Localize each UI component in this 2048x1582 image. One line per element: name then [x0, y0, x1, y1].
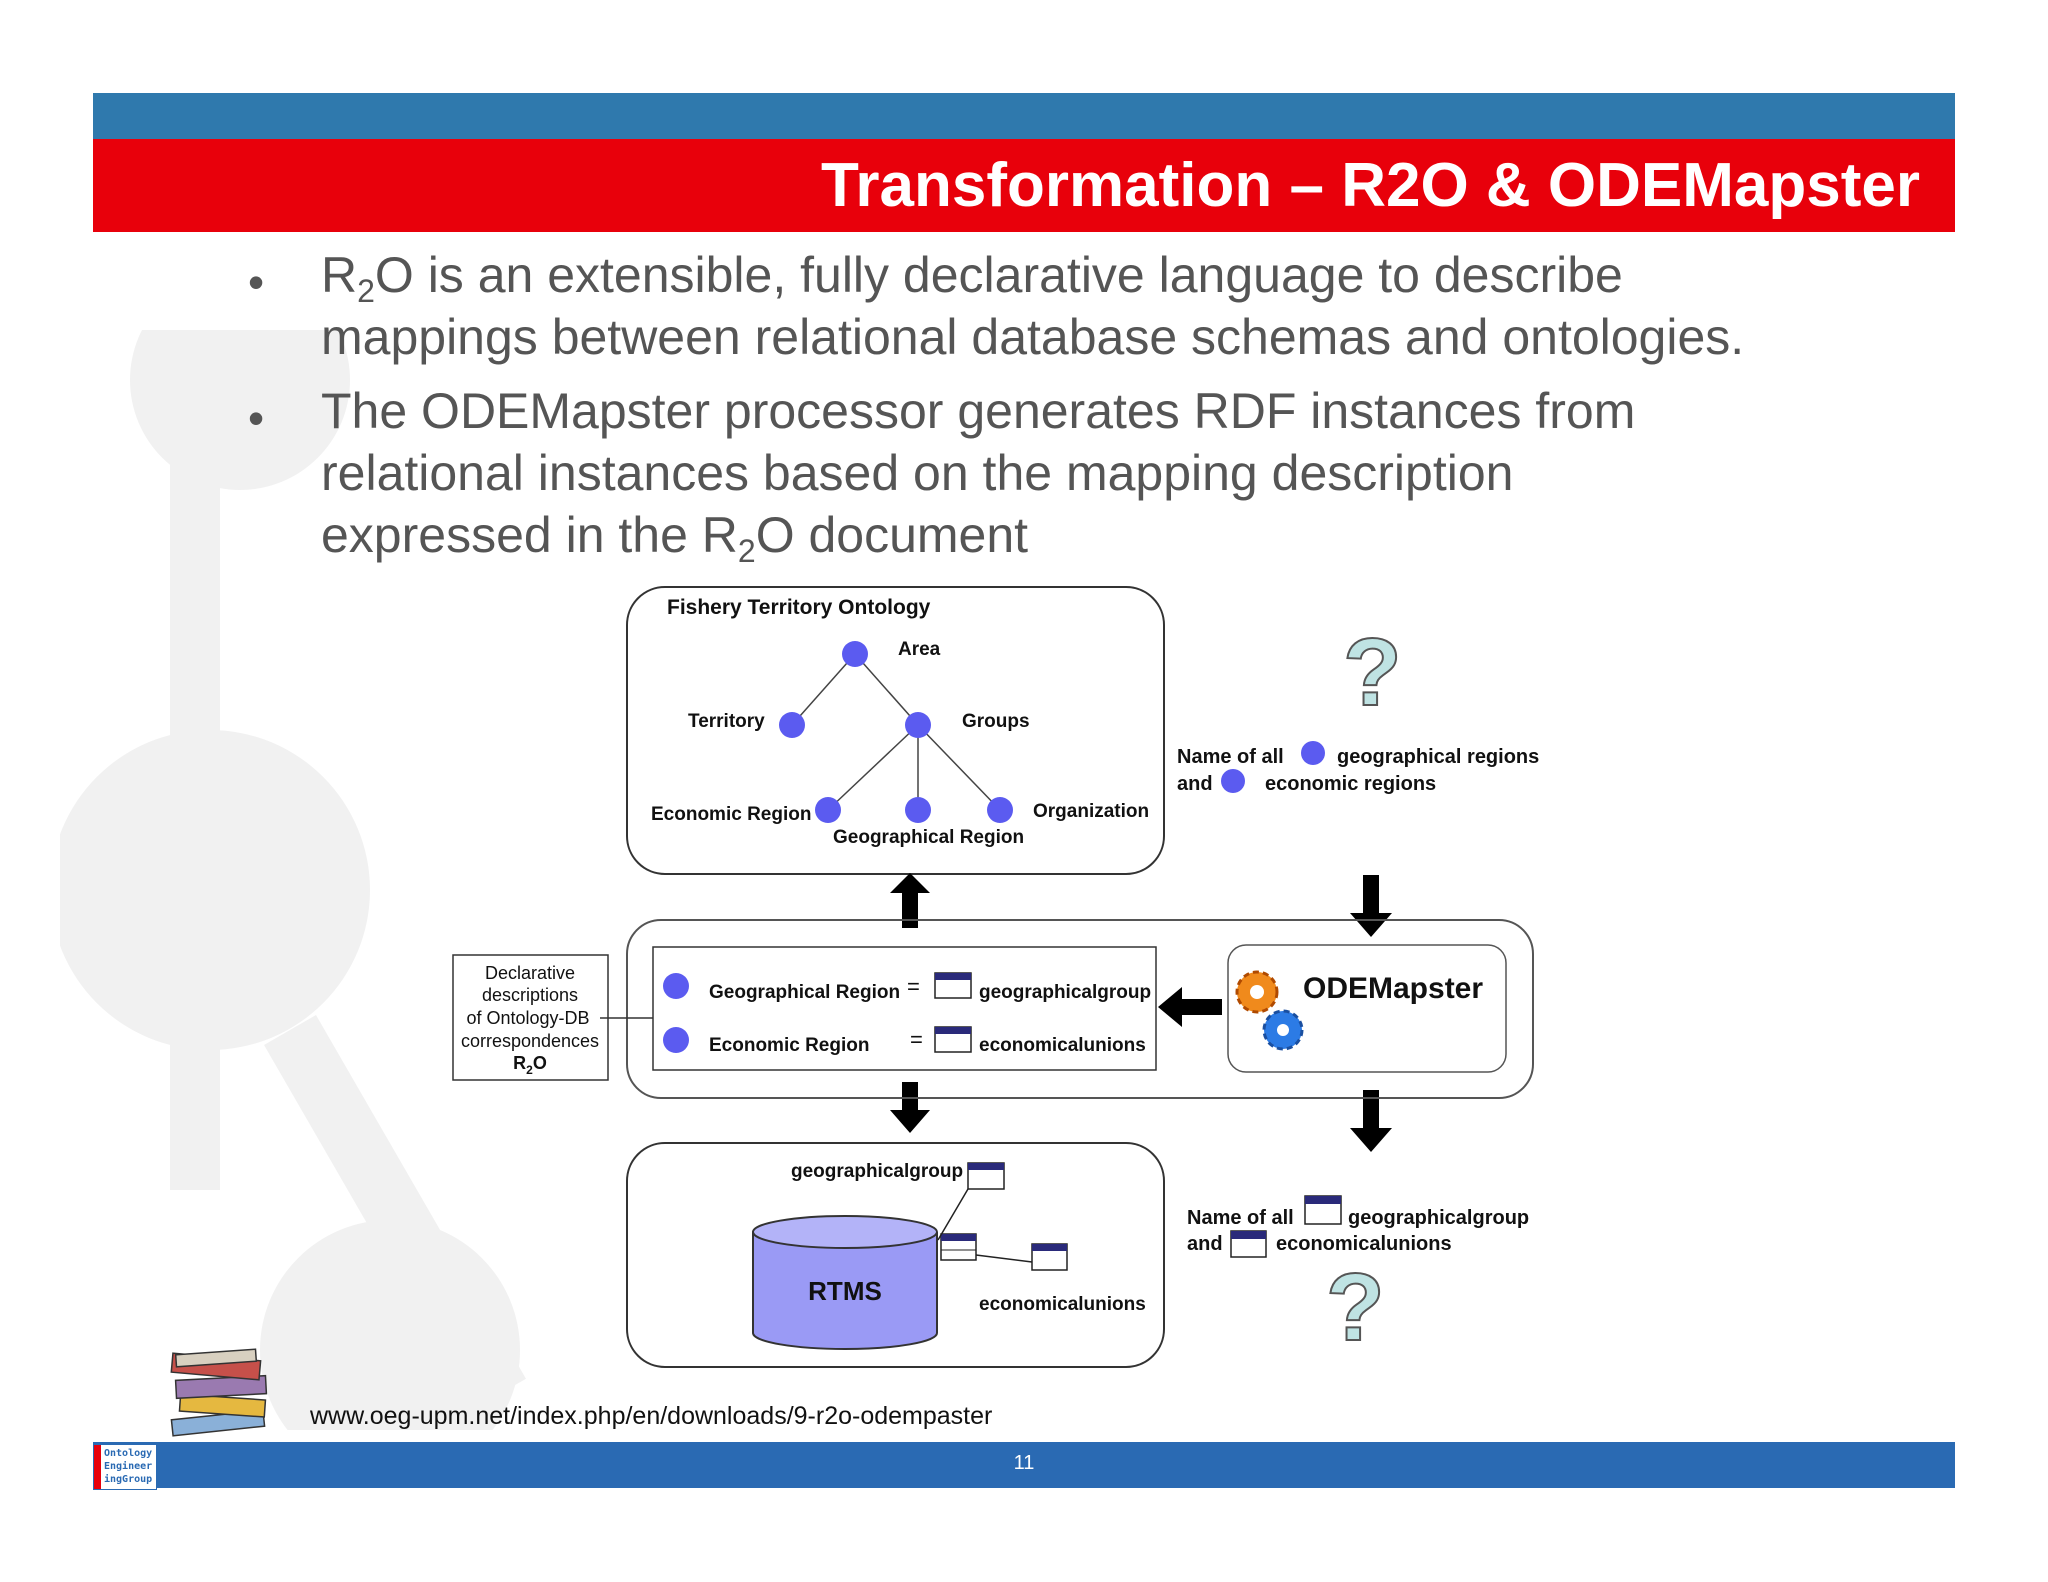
r2o-note-box: [452, 954, 609, 1081]
query-top-line1-a: Name of all: [1177, 746, 1284, 768]
table-icon: [1304, 1195, 1342, 1225]
header-top-band: [93, 93, 1955, 139]
mapping-row1-equals: =: [907, 974, 920, 999]
query-bottom-line1-a: Name of all: [1187, 1207, 1294, 1229]
label-geographical-region: Geographical Region: [833, 827, 1024, 848]
bullet-2-line-3: expressed in the R2O document: [321, 507, 1029, 569]
label-territory: Territory: [688, 711, 765, 732]
table-icon: [934, 1026, 972, 1053]
table-icon: [940, 1233, 977, 1261]
concept-dot-icon: [1301, 741, 1325, 765]
query-bottom-line2-b: economicalunions: [1276, 1233, 1452, 1255]
arrow-down-icon: [890, 1082, 930, 1133]
mapping-row1-table: geographicalgroup: [979, 982, 1151, 1003]
ontology-box: [626, 586, 1165, 875]
books-icon: [170, 1348, 268, 1437]
label-organization: Organization: [1033, 801, 1149, 822]
label-economic-region: Economic Region: [651, 804, 811, 825]
source-url: www.oeg-upm.net/index.php/en/downloads/9…: [310, 1402, 993, 1430]
label-groups: Groups: [962, 711, 1030, 732]
r2o-note-line4: correspondences: [461, 1031, 599, 1051]
gears-icon: [1235, 970, 1304, 1051]
arrow-left-icon: [1158, 987, 1222, 1027]
mapping-row2-table: economicalunions: [979, 1035, 1146, 1056]
query-top-line1-b: geographical regions: [1337, 746, 1539, 768]
r2o-note-line3: of Ontology-DB: [466, 1008, 589, 1028]
node-groups: [905, 712, 931, 738]
ontology-title: Fishery Territory Ontology: [667, 596, 931, 619]
db-table1-label: geographicalgroup: [791, 1161, 963, 1182]
query-bottom-line2-a: and: [1187, 1233, 1223, 1255]
query-top-line2-a: and: [1177, 773, 1213, 795]
question-mark-icon: ?: [1326, 1254, 1385, 1361]
mapping-box: [652, 946, 1157, 1071]
background-watermark: [60, 330, 526, 1430]
footer-bar: [93, 1442, 1955, 1488]
db-table2-label: economicalunions: [979, 1294, 1146, 1315]
node-territory: [779, 712, 805, 738]
logo-line-3: ingGroup: [104, 1474, 153, 1485]
logo-line-2: Engineer: [104, 1461, 153, 1472]
question-mark-icon: ?: [1343, 619, 1402, 726]
node-economic-region: [815, 797, 841, 823]
bullet-2-line-2: relational instances based on the mappin…: [321, 445, 1514, 501]
oeg-logo: Ontology Engineer ingGroup: [93, 1444, 157, 1490]
mapping-row2-concept: Economic Region: [709, 1035, 869, 1056]
table-icon: [934, 972, 972, 999]
node-area: [842, 641, 868, 667]
arrow-up-icon: [890, 873, 930, 928]
r2o-note-line5: R2O: [513, 1053, 547, 1077]
table-link: [975, 1254, 1033, 1263]
table-icon: [1031, 1243, 1068, 1271]
database-cylinder-icon: [752, 1215, 938, 1350]
processing-container: [626, 919, 1534, 1099]
bullet-marker: •: [248, 256, 265, 308]
page-number: 11: [1013, 1452, 1035, 1474]
concept-dot-icon: [663, 973, 689, 999]
table-link: [937, 1188, 969, 1241]
concept-dot-icon: [1221, 769, 1245, 793]
bullet-1-line-2: mappings between relational database sch…: [321, 309, 1745, 365]
bullet-2-line-1: The ODEMapster processor generates RDF i…: [321, 383, 1636, 439]
r2o-note-line2: descriptions: [482, 985, 578, 1005]
bullet-marker: •: [248, 392, 265, 444]
mapping-row2-equals: =: [910, 1027, 923, 1052]
query-bottom-line1-b: geographicalgroup: [1348, 1207, 1529, 1229]
mapping-row1-concept: Geographical Region: [709, 982, 900, 1003]
concept-dot-icon: [663, 1027, 689, 1053]
bullet-1-text: R2O is an extensible, fully declarative …: [321, 244, 1881, 368]
node-organization: [987, 797, 1013, 823]
query-top-line2-b: economic regions: [1265, 773, 1436, 795]
bullet-2-text: The ODEMapster processor generates RDF i…: [321, 380, 1881, 569]
ontology-edges: [791, 653, 1001, 811]
database-name: RTMS: [808, 1276, 882, 1306]
table-icon: [1230, 1230, 1267, 1258]
logo-line-1: Ontology: [104, 1448, 153, 1459]
label-area: Area: [898, 639, 941, 660]
odemapster-label: ODEMapster: [1303, 972, 1483, 1005]
arrows: [890, 873, 1392, 1152]
table-icon: [967, 1162, 1005, 1190]
arrow-down-icon: [1350, 875, 1392, 937]
bullet-1-line-1: R2O is an extensible, fully declarative …: [321, 247, 1623, 309]
header-title-band: [93, 139, 1955, 232]
arrow-down-icon: [1350, 1090, 1392, 1152]
slide-title: Transformation – R2O & ODEMapster: [820, 151, 1920, 220]
node-geographical-region: [905, 797, 931, 823]
r2o-note-line1: Declarative: [485, 963, 575, 983]
odemapster-box: [1227, 944, 1507, 1073]
